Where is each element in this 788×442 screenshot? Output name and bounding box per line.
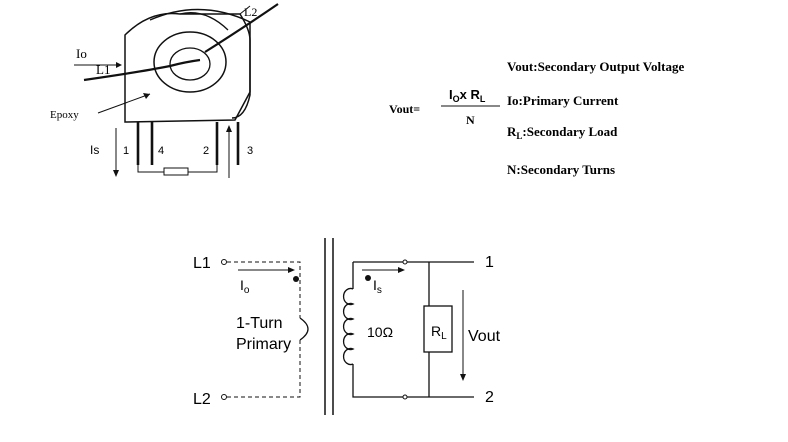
secondary-node-bottom bbox=[402, 394, 408, 400]
secondary-polarity-dot bbox=[365, 275, 371, 281]
legend-io: Io:Primary Current bbox=[507, 93, 619, 108]
is-arrowhead bbox=[113, 170, 119, 177]
coil-resistance-label: 10Ω bbox=[367, 324, 393, 340]
pin-label-2: 2 bbox=[203, 145, 209, 157]
legend-n: N:Secondary Turns bbox=[507, 162, 615, 177]
schematic-is-label: Is bbox=[373, 277, 382, 296]
l2-pointer bbox=[239, 5, 251, 15]
vout-formula: Vout= IOx RL N bbox=[389, 87, 500, 127]
formula-lhs: Vout= bbox=[389, 102, 420, 116]
up-arrowhead bbox=[226, 125, 232, 132]
secondary-wire-bottom bbox=[352, 364, 405, 398]
legend-vout: Vout:Secondary Output Voltage bbox=[507, 59, 684, 74]
schematic-io-arrowhead bbox=[288, 267, 295, 273]
definitions-legend: Vout:Secondary Output Voltage Io:Primary… bbox=[507, 59, 684, 177]
secondary-node-top bbox=[402, 259, 408, 265]
sensor-back-housing bbox=[149, 8, 251, 119]
primary-turn bbox=[299, 317, 309, 341]
primary-wire-bottom bbox=[227, 340, 301, 398]
primary-wire-top bbox=[227, 261, 301, 318]
sensor-top-edge bbox=[179, 12, 229, 31]
rl-label: RL bbox=[431, 323, 447, 342]
load-wire-right bbox=[188, 165, 218, 173]
label-epoxy: Epoxy bbox=[50, 109, 79, 121]
epoxy-pointer bbox=[97, 93, 151, 114]
pin-label-4: 4 bbox=[158, 145, 164, 157]
schematic-l2: L2 bbox=[193, 391, 211, 408]
pin-label-3: 3 bbox=[247, 145, 253, 157]
wire-l1 bbox=[83, 58, 201, 82]
label-l2: L2 bbox=[244, 5, 257, 19]
output-terminal-2: 2 bbox=[485, 389, 494, 406]
rl-resistor bbox=[423, 305, 453, 353]
label-l1: L1 bbox=[96, 62, 110, 77]
legend-rl: RL:Secondary Load bbox=[507, 124, 618, 141]
primary-polarity-dot bbox=[293, 276, 299, 282]
vout-label: Vout bbox=[468, 328, 501, 345]
output-terminal-1: 1 bbox=[485, 254, 494, 271]
vout-arrowhead bbox=[460, 374, 466, 381]
schematic-l1: L1 bbox=[193, 255, 211, 272]
label-is: Is bbox=[90, 143, 99, 157]
epoxy-arrowhead bbox=[143, 93, 150, 99]
formula-denominator: N bbox=[466, 113, 475, 127]
secondary-coil bbox=[342, 287, 355, 366]
load-wire-left bbox=[137, 165, 164, 173]
primary-label-line2: Primary bbox=[236, 336, 291, 353]
label-io: Io bbox=[76, 46, 87, 61]
sensor-core-inner bbox=[169, 47, 211, 81]
sensor-core-outer bbox=[153, 31, 227, 93]
io-arrowhead bbox=[116, 62, 122, 68]
load-resistor bbox=[163, 167, 189, 176]
schematic-io-label: Io bbox=[240, 277, 250, 296]
current-sensor-drawing: Io L1 L2 Epoxy Is 1 4 2 3 bbox=[50, 3, 279, 178]
wire-l2 bbox=[204, 3, 279, 53]
sensor-front-housing bbox=[124, 12, 251, 123]
primary-label-line1: 1-Turn bbox=[236, 315, 283, 332]
terminal-l1 bbox=[221, 259, 227, 265]
pin-label-1: 1 bbox=[123, 145, 129, 157]
formula-numerator: IOx RL bbox=[449, 87, 486, 104]
schematic-is-arrowhead bbox=[398, 267, 405, 273]
equivalent-circuit: L1 L2 Io 1-Turn Primary Is 10Ω bbox=[193, 238, 501, 415]
terminal-l2 bbox=[221, 394, 227, 400]
